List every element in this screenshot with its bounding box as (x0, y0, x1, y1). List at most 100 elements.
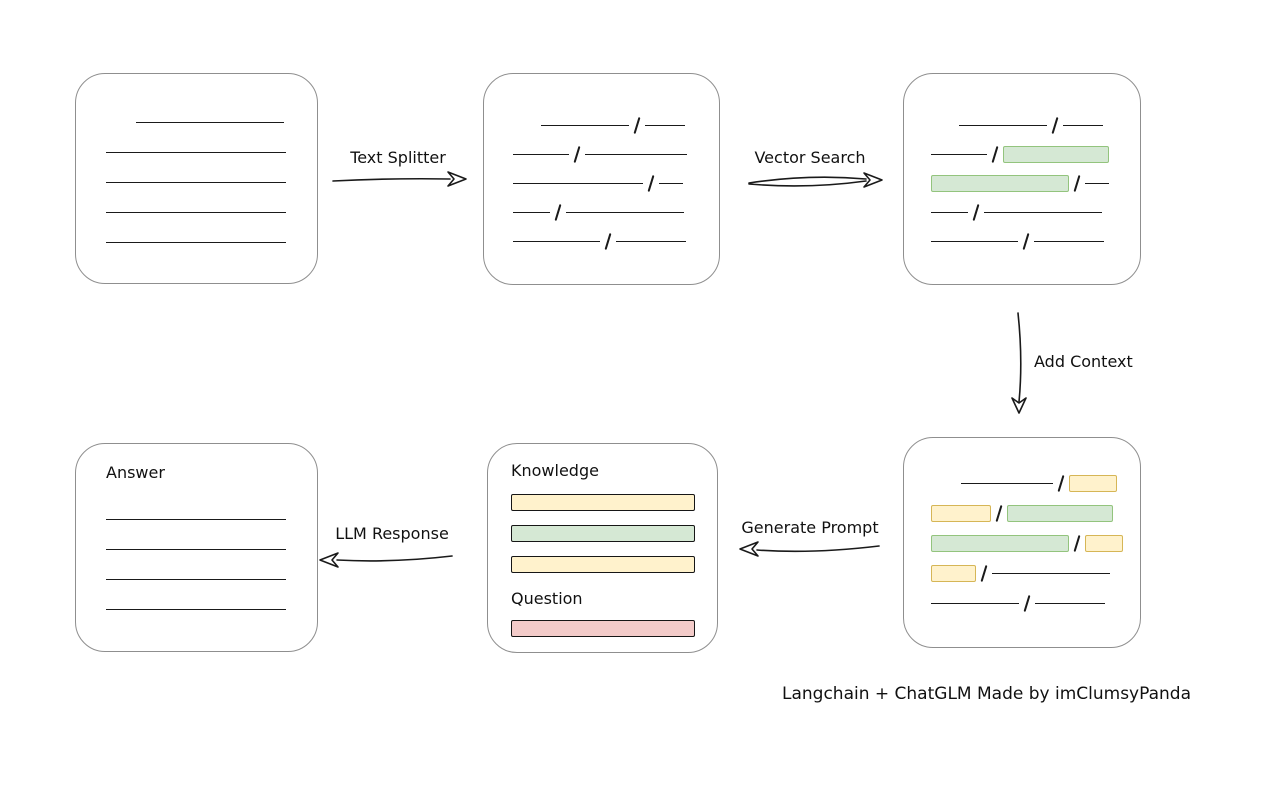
text-line (1034, 241, 1104, 242)
split-chunks-box (483, 73, 720, 285)
text-line (541, 125, 629, 126)
text-line (585, 154, 687, 155)
chunk-row (513, 227, 719, 256)
chunk-row (513, 111, 719, 140)
slash-separator (1051, 117, 1059, 134)
answer-lines (76, 484, 317, 624)
chunk-row (513, 169, 719, 198)
source-document-box (75, 73, 318, 284)
chunk-row (106, 167, 317, 197)
text-splitter-arrow (332, 171, 467, 187)
text-line (931, 212, 968, 213)
slash-separator (1022, 233, 1030, 250)
chunk-row (931, 588, 1140, 618)
answer-label: Answer (106, 463, 165, 482)
chunk-row (106, 534, 317, 564)
text-line (513, 241, 600, 242)
slash-separator (1073, 175, 1081, 192)
text-line (566, 212, 684, 213)
green-chunk-highlight (931, 534, 1069, 552)
text-line (931, 602, 1019, 604)
add-context-arrow-label: Add Context (1034, 352, 1133, 371)
generate-prompt-arrow-label: Generate Prompt (741, 518, 879, 537)
text-line (645, 125, 685, 126)
text-line (984, 212, 1102, 213)
text-line (106, 211, 286, 213)
knowledge-label: Knowledge (511, 461, 599, 480)
vector-search-arrow (748, 172, 883, 188)
text-line (106, 548, 286, 550)
slash-separator (633, 117, 641, 134)
chunk-row (513, 140, 719, 169)
chunk-row (931, 198, 1140, 227)
vector-search-arrow-label: Vector Search (754, 148, 866, 167)
green-bar (511, 525, 695, 542)
text-line (1035, 602, 1105, 604)
chunk-row (931, 111, 1140, 140)
chunk-row (931, 528, 1140, 558)
knowledge-bars (511, 494, 717, 573)
chunk-row (106, 594, 317, 624)
green-chunk-highlight (1003, 146, 1109, 163)
vector-matched-chunks-box (903, 73, 1141, 285)
text-line (106, 578, 286, 580)
question-label: Question (511, 589, 583, 608)
chunk-row (931, 227, 1140, 256)
chunk-row (106, 504, 317, 534)
yellow-bar (511, 556, 695, 573)
text-line (1063, 125, 1103, 126)
slash-separator (991, 146, 999, 163)
green-chunk-highlight (931, 175, 1069, 192)
slash-separator (1023, 594, 1031, 612)
slash-separator (647, 175, 655, 192)
slash-separator (995, 504, 1003, 522)
add-context-arrow (1011, 312, 1027, 414)
slash-separator (554, 204, 562, 221)
text-line (961, 482, 1053, 484)
chunk-row (106, 107, 317, 137)
text-line (106, 608, 286, 610)
slash-separator (980, 564, 988, 582)
answer-box: Answer (75, 443, 318, 652)
chunk-row (931, 558, 1140, 588)
yellow-chunk-highlight (1069, 474, 1117, 492)
text-line (959, 125, 1047, 126)
text-line (136, 121, 284, 123)
document-lines (76, 74, 317, 257)
text-line (106, 151, 286, 153)
text-line (513, 212, 550, 213)
attribution-text: Langchain + ChatGLM Made by imClumsyPand… (782, 684, 1191, 704)
prompt-box: Knowledge Question (487, 443, 718, 653)
llm-response-arrow-label: LLM Response (335, 524, 449, 543)
yellow-bar (511, 494, 695, 511)
matched-chunk-lines (904, 74, 1140, 256)
context-chunks-box (903, 437, 1141, 648)
chunk-row (931, 498, 1140, 528)
question-bar (511, 620, 717, 637)
text-line (106, 518, 286, 520)
yellow-chunk-highlight (931, 504, 991, 522)
text-line (616, 241, 686, 242)
text-line (106, 181, 286, 183)
slash-separator (604, 233, 612, 250)
text-line (513, 183, 643, 184)
chunk-row (106, 197, 317, 227)
text-line (1085, 183, 1109, 184)
text-line (992, 572, 1110, 574)
slash-separator (573, 146, 581, 163)
slash-separator (1073, 534, 1081, 552)
text-splitter-arrow-label: Text Splitter (350, 148, 446, 167)
green-chunk-highlight (1007, 504, 1113, 522)
text-line (931, 241, 1018, 242)
text-line (513, 154, 569, 155)
chunk-row (106, 137, 317, 167)
chunk-row (931, 140, 1140, 169)
text-line (659, 183, 683, 184)
chunk-row (931, 169, 1140, 198)
text-line (106, 241, 286, 243)
red-bar (511, 620, 695, 637)
chunk-row (106, 564, 317, 594)
yellow-chunk-highlight (1085, 534, 1123, 552)
chunk-row (931, 468, 1140, 498)
